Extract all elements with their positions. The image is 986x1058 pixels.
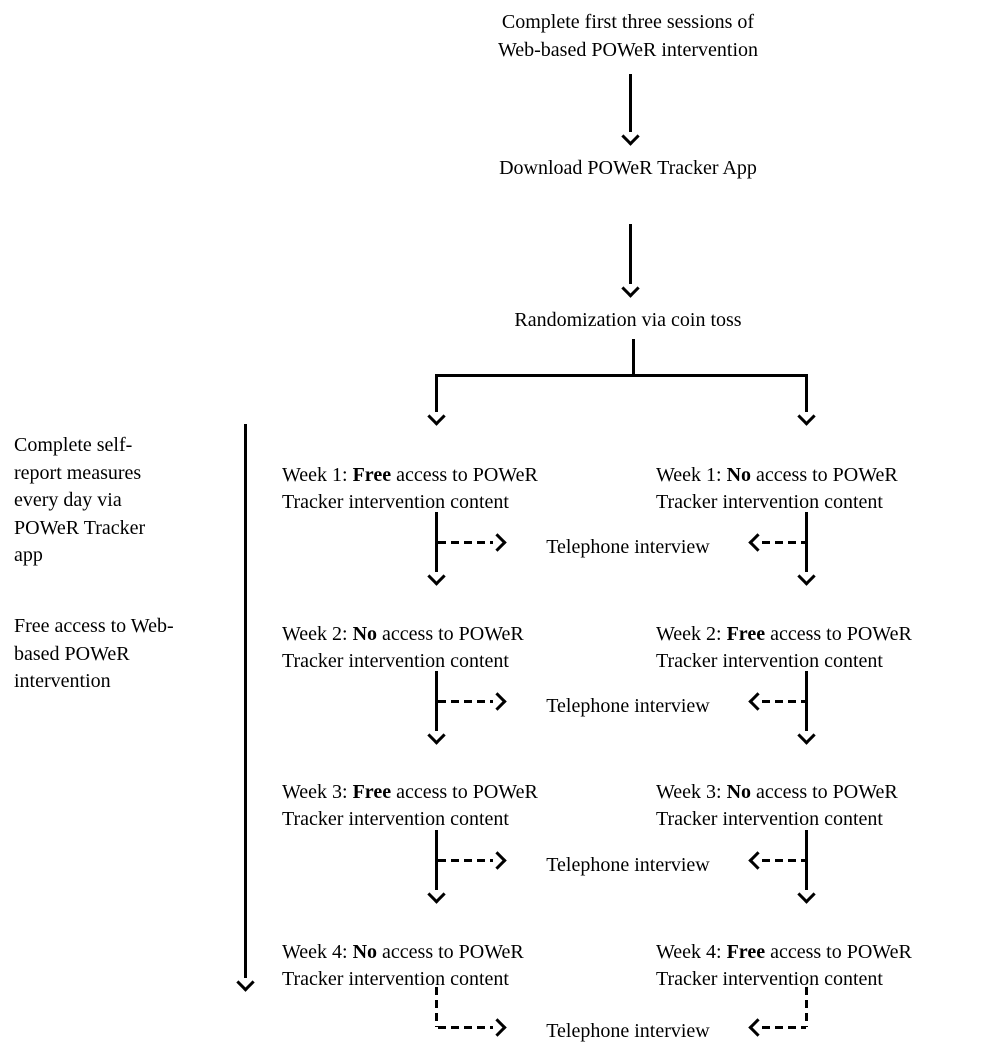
week-flow-arrow-left-1 (435, 512, 438, 572)
telephone-dashed-elbow-right-vertical (805, 987, 808, 1027)
week-flow-arrow-left-3 (435, 830, 438, 890)
telephone-dashed-arrow-left-3 (438, 859, 493, 862)
telephone-dashed-arrow-right-4 (762, 1026, 806, 1029)
week-2-right-access: Free (726, 622, 766, 645)
week-1-right-access: No (726, 463, 752, 486)
week-flow-arrow-left-2 (435, 671, 438, 731)
week-3-left-access: Free (352, 780, 392, 803)
flow-arrow-1 (629, 74, 632, 132)
telephone-interview-label-2: Telephone interview (546, 695, 710, 717)
telephone-dashed-arrow-right-1 (762, 541, 806, 544)
sidebar-note-daily-measures: Complete self- report measures every day… (14, 434, 146, 566)
week-flow-arrow-right-1 (805, 512, 808, 572)
week-1-left-access: Free (352, 463, 392, 486)
week-4-left-prefix: Week 4: (282, 940, 353, 963)
week-4-right-access: Free (726, 940, 766, 963)
branch-bar-line (436, 374, 808, 377)
week-1-left-label: Week 1: Free access to POWeR Tracker int… (282, 434, 612, 517)
week-4-left-label: Week 4: No access to POWeR Tracker inter… (282, 911, 612, 994)
week-4-left-suffix: access to POWeR Tracker intervention con… (282, 940, 524, 991)
telephone-dashed-arrow-left-1 (438, 541, 493, 544)
week-3-right-label: Week 3: No access to POWeR Tracker inter… (656, 751, 986, 834)
telephone-interview-label-1: Telephone interview (546, 536, 710, 558)
week-3-right-suffix: access to POWeR Tracker intervention con… (656, 780, 898, 831)
week-2-right-suffix: access to POWeR Tracker intervention con… (656, 622, 912, 673)
branch-arrow-left (435, 374, 438, 412)
study-timeline-arrow (244, 424, 247, 978)
week-flow-arrow-right-2 (805, 671, 808, 731)
week-4-left-access: No (352, 940, 378, 963)
branch-arrow-right (805, 374, 808, 412)
telephone-dashed-arrow-left-2 (438, 700, 493, 703)
week-1-right-label: Week 1: No access to POWeR Tracker inter… (656, 434, 986, 517)
week-1-left-suffix: access to POWeR Tracker intervention con… (282, 463, 538, 514)
telephone-interview-label-3: Telephone interview (546, 854, 710, 876)
week-1-left-prefix: Week 1: (282, 463, 353, 486)
week-2-left-suffix: access to POWeR Tracker intervention con… (282, 622, 524, 673)
step-download-app: Download POWeR Tracker App (499, 157, 757, 179)
telephone-dashed-arrow-right-3 (762, 859, 806, 862)
sidebar-note-free-web-access: Free access to Web- based POWeR interven… (14, 615, 174, 692)
week-1-right-suffix: access to POWeR Tracker intervention con… (656, 463, 898, 514)
week-4-right-prefix: Week 4: (656, 940, 727, 963)
week-2-left-prefix: Week 2: (282, 622, 353, 645)
week-3-left-prefix: Week 3: (282, 780, 353, 803)
week-4-right-suffix: access to POWeR Tracker intervention con… (656, 940, 912, 991)
step-randomization: Randomization via coin toss (514, 309, 742, 331)
week-4-right-label: Week 4: Free access to POWeR Tracker int… (656, 911, 986, 994)
week-3-right-access: No (726, 780, 752, 803)
step-complete-sessions: Complete first three sessions of Web-bas… (497, 11, 759, 61)
telephone-dashed-arrow-left-4 (438, 1026, 493, 1029)
week-flow-arrow-right-3 (805, 830, 808, 890)
week-1-right-prefix: Week 1: (656, 463, 727, 486)
telephone-dashed-elbow-left-vertical (435, 987, 438, 1027)
telephone-dashed-arrow-right-2 (762, 700, 806, 703)
flow-arrow-2 (629, 224, 632, 284)
week-3-right-prefix: Week 3: (656, 780, 727, 803)
week-3-left-suffix: access to POWeR Tracker intervention con… (282, 780, 538, 831)
week-2-left-label: Week 2: No access to POWeR Tracker inter… (282, 593, 612, 676)
week-3-left-label: Week 3: Free access to POWeR Tracker int… (282, 751, 612, 834)
telephone-interview-label-4: Telephone interview (546, 1020, 710, 1042)
branch-stem-line (632, 339, 635, 375)
week-2-right-label: Week 2: Free access to POWeR Tracker int… (656, 593, 986, 676)
week-2-right-prefix: Week 2: (656, 622, 727, 645)
week-2-left-access: No (352, 622, 378, 645)
